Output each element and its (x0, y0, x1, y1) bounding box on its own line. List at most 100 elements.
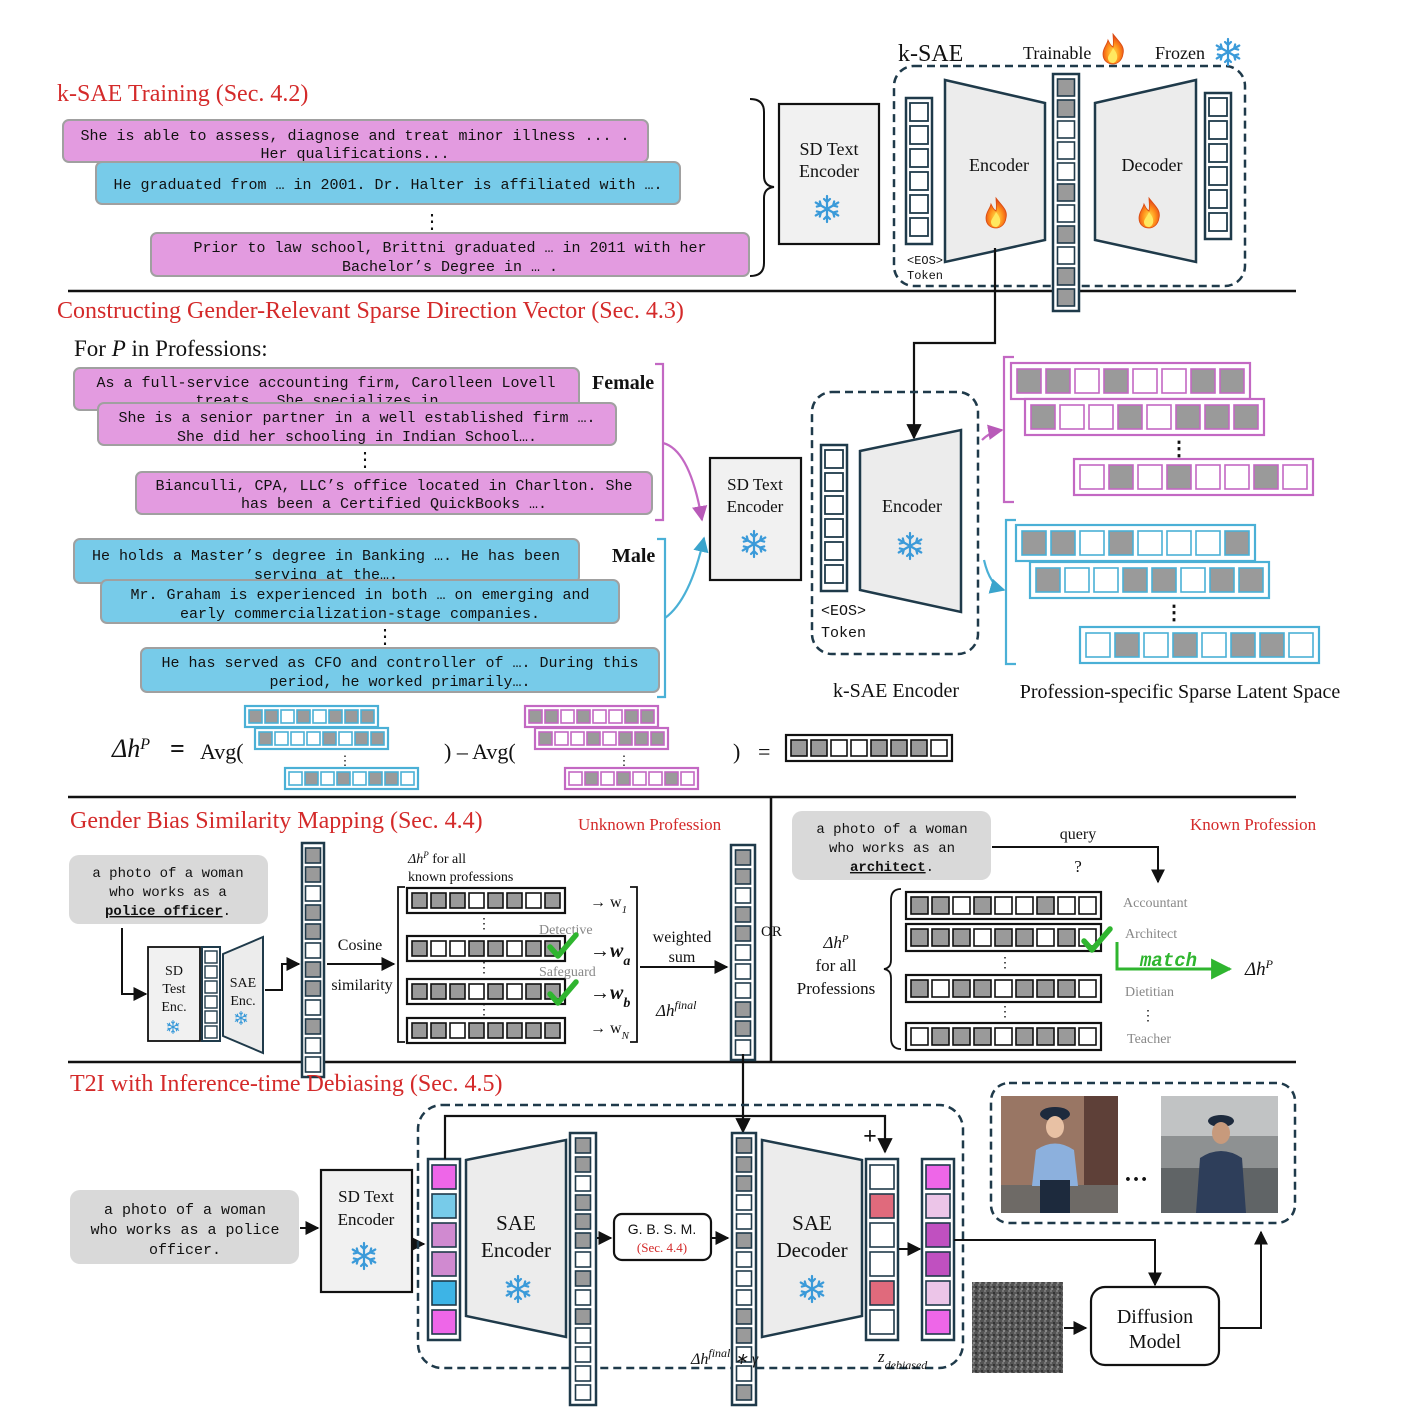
svg-text:a photo of a woman: a photo of a woman (92, 866, 243, 882)
row-cell (994, 979, 1013, 998)
dietitian-label: Dietitian (1125, 985, 1174, 1000)
row-cell (352, 771, 367, 786)
vector-cell (304, 942, 322, 959)
vector-cell (869, 1193, 895, 1219)
row-cell (973, 1027, 992, 1046)
s4-input-embedding (426, 1157, 462, 1342)
s2-female-text-3: Bianculli, CPA, LLC’s office located in … (135, 471, 653, 515)
s4-decoded-vector (864, 1157, 900, 1342)
vector-cell (869, 1280, 895, 1306)
row-cell (650, 731, 665, 746)
for-all-label: for all (815, 956, 856, 975)
row-cell (1224, 530, 1250, 556)
s1-brace (749, 98, 775, 277)
row-cell (930, 739, 948, 757)
row-cell (790, 739, 808, 757)
row-cell (1146, 404, 1172, 430)
vector-cell (574, 1346, 592, 1363)
latent-blue-dots: ⋮ (1164, 602, 1184, 624)
question-label: ? (1074, 857, 1082, 876)
svg-text:who works as an: who works as an (829, 841, 955, 857)
z-debiased-label: zdebiased (877, 1347, 928, 1372)
row-cell (1078, 979, 1097, 998)
vector-cell (734, 1020, 752, 1037)
vector-cell (734, 849, 752, 866)
row-cell (608, 709, 623, 724)
row-cell (586, 731, 601, 746)
row-cell (368, 771, 383, 786)
row-cell (1137, 530, 1163, 556)
s3-prompt-box: a photo of a woman who works as a police… (69, 855, 268, 924)
row-cell (487, 892, 504, 909)
row-cell (336, 771, 351, 786)
s3-dots-1: ⋮ (477, 917, 491, 932)
row-cell (306, 731, 321, 746)
images-ellipsis: … (1124, 1161, 1148, 1187)
vector-cell (574, 1232, 592, 1249)
vector-cell (735, 1270, 753, 1287)
svg-text:She is able to assess, diagnos: She is able to assess, diagnose and trea… (80, 128, 629, 145)
row-cell (538, 731, 553, 746)
row-cell (1036, 928, 1055, 947)
row-cell (1180, 567, 1206, 593)
s1-latent-vector (1051, 72, 1081, 313)
s3-left-brace (397, 886, 405, 1043)
s2-encoder: Encoder (858, 428, 963, 614)
row-cell (430, 1022, 447, 1039)
row-cell (296, 709, 311, 724)
vector-cell (925, 1309, 951, 1335)
vector-cell (304, 904, 322, 921)
vector-cell (735, 1232, 753, 1249)
row-cell (290, 731, 305, 746)
s4-dashed-box (416, 1103, 965, 1370)
row-cell (973, 928, 992, 947)
weighted-label: weighted (653, 929, 712, 946)
embedding-to-diffusion-arrow (954, 1239, 1162, 1287)
svg-text:Diffusion: Diffusion (1117, 1306, 1193, 1328)
row-cell (890, 739, 908, 757)
vector-cell (1056, 288, 1076, 307)
section-4-title: T2I with Inference-time Debiasing (Sec. … (70, 1071, 503, 1097)
row-cell (1093, 567, 1119, 593)
known-profession-label: Known Profession (1190, 815, 1317, 834)
female-brace (655, 362, 665, 522)
svg-text:Decoder: Decoder (1122, 155, 1183, 175)
svg-text:He has served as CFO and contr: He has served as CFO and controller of …… (161, 655, 638, 672)
row-cell (360, 709, 375, 724)
row-cell (487, 1022, 504, 1039)
row-cell (1230, 632, 1256, 658)
female-arrow (662, 441, 708, 522)
formula-pink-dots: ⋮ (618, 753, 631, 768)
row-cell (1219, 368, 1245, 394)
vector-cell (734, 868, 752, 885)
vector-cell (431, 1309, 457, 1335)
formula-avg2: ) – Avg( (444, 739, 516, 764)
formula-close: ) (733, 739, 740, 764)
s1-sd-text-encoder: SD Text Encoder (777, 102, 881, 246)
s3-prompt-arrow (121, 928, 148, 1001)
row-cell (994, 928, 1013, 947)
svg-text:G. B. S. M.: G. B. S. M. (628, 1221, 696, 1237)
s3-small-input-vector (201, 946, 221, 1042)
s4-prompt-box: a photo of a woman who works as a police… (70, 1190, 299, 1264)
vector-cell (1056, 225, 1076, 244)
vector-cell (735, 1213, 753, 1230)
row-cell (850, 739, 868, 757)
s1-token-label: Token (907, 269, 943, 283)
row-cell (1045, 368, 1071, 394)
row-cell (525, 940, 542, 957)
svg-text:Encoder: Encoder (882, 496, 942, 516)
vector-cell (1056, 204, 1076, 223)
svg-text:early commercialization-stage: early commercialization-stage companies. (180, 606, 540, 623)
vector-cell (869, 1309, 895, 1335)
svg-text:SD Text: SD Text (727, 475, 783, 494)
vector-cell (735, 1251, 753, 1268)
vector-cell (574, 1289, 592, 1306)
row-cell (1122, 567, 1148, 593)
noise-image (972, 1282, 1063, 1373)
accountant-label: Accountant (1123, 896, 1188, 911)
s1-encoder: Encoder (943, 78, 1047, 264)
wn-label: → wN (590, 1020, 630, 1042)
s3-sd-test-encoder: SD Test Enc. (147, 946, 201, 1042)
row-cell (1282, 464, 1308, 490)
